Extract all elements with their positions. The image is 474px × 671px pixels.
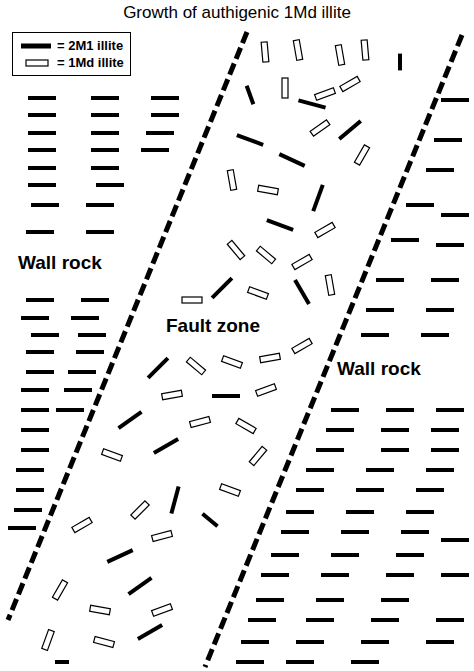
legend-row: = 2M1 illite xyxy=(19,37,124,54)
legend-sample xyxy=(19,58,53,68)
legend-text: = 2M1 illite xyxy=(57,38,123,53)
legend-box: = 2M1 illite = 1Md illite xyxy=(12,32,131,76)
diagram-title: Growth of authigenic 1Md illite xyxy=(0,3,474,23)
fault-zone-illite xyxy=(42,40,402,664)
wall-rock-illite xyxy=(8,96,179,530)
legend-row: = 1Md illite xyxy=(19,54,124,71)
fault-boundary xyxy=(8,32,462,667)
region-label: Fault zone xyxy=(164,315,262,337)
region-label: Wall rock xyxy=(16,252,104,274)
legend-text: = 1Md illite xyxy=(57,55,124,70)
region-label: Wall rock xyxy=(335,358,423,380)
wall-rock-illite xyxy=(236,98,469,664)
legend-sample xyxy=(19,41,53,51)
